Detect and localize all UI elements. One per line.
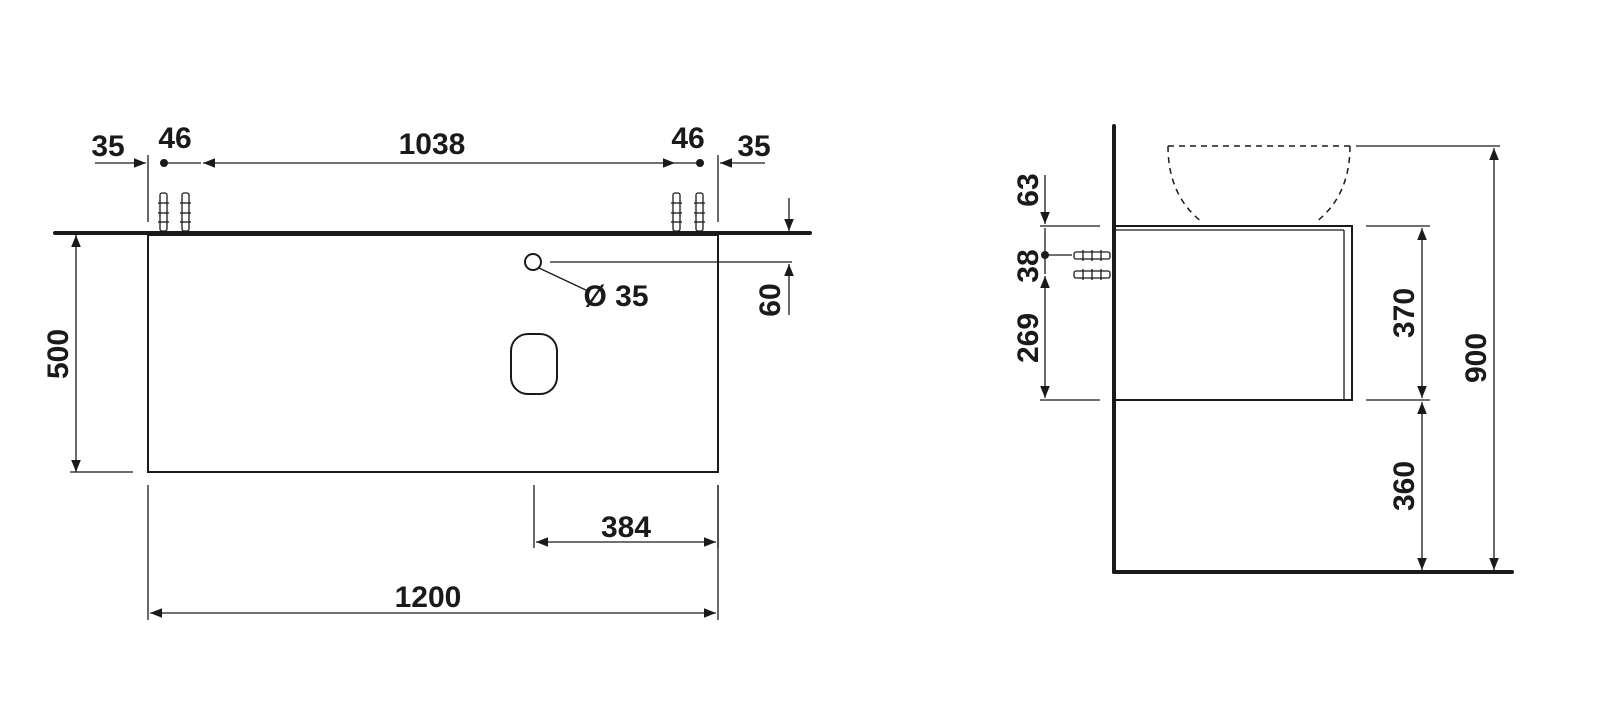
cabinet-outline [147, 234, 719, 473]
dim-tap-hole-offset: 60 [754, 283, 787, 316]
side-anchor-2 [1073, 269, 1111, 280]
dim-cabinet-height: 370 [1388, 288, 1421, 338]
dim-top-to-anchor: 63 [1012, 173, 1045, 206]
dim-anchor-spacing: 38 [1012, 249, 1045, 282]
wall-anchor-3 [671, 192, 682, 232]
cabinet-side-outline [1116, 225, 1353, 401]
wall-anchor-2 [180, 192, 191, 232]
front-view: 35 46 1038 46 35 500 60 Ø 35 384 [42, 122, 812, 620]
dim-anchor-to-bottom: 269 [1012, 313, 1045, 363]
dim-edge-right: 35 [737, 130, 770, 163]
basin-dashed [1167, 145, 1351, 223]
waste-outlet [510, 333, 558, 395]
dim-floor-clearance: 360 [1388, 461, 1421, 511]
total-width-dimension [147, 485, 719, 620]
tap-hole [524, 253, 542, 271]
dim-total-height: 900 [1460, 333, 1493, 383]
dim-waste-offset: 384 [601, 511, 651, 544]
dim-anchor-span: 1038 [399, 128, 466, 161]
depth-dimension [70, 235, 133, 473]
tap-hole-leader [538, 267, 591, 293]
top-dimension-chain [95, 155, 765, 222]
dim-edge-left: 35 [91, 130, 124, 163]
wall-anchor-1 [158, 192, 169, 232]
dim-total-width: 1200 [395, 581, 462, 614]
dim-anchor-left: 46 [158, 122, 191, 155]
side-view: 63 38 269 370 360 900 [1012, 124, 1514, 574]
dim-tap-hole-diameter: Ø 35 [583, 280, 648, 313]
wall-anchor-4 [694, 192, 705, 232]
dim-anchor-right: 46 [671, 122, 704, 155]
right-height-chain [1356, 145, 1500, 570]
left-height-chain [1040, 175, 1100, 401]
side-anchor-1 [1073, 250, 1111, 261]
dim-depth: 500 [42, 329, 75, 379]
